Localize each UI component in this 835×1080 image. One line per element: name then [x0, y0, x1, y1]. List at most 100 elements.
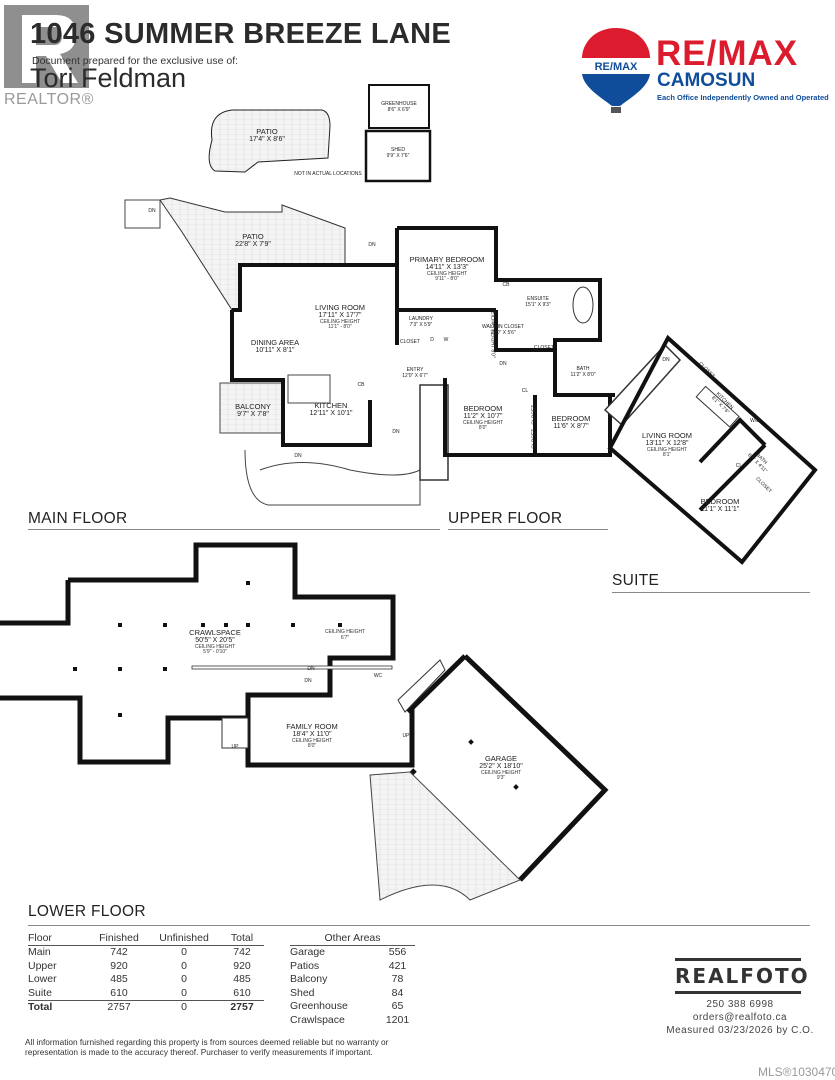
- ceiling-value: 5'9" - 0'10": [203, 649, 227, 656]
- cell: Greenhouse: [290, 1000, 348, 1013]
- main-patio-shape: [159, 197, 346, 311]
- room-dims: 12'0" X 6'7": [402, 372, 428, 379]
- cell: 610: [110, 986, 128, 999]
- cell: Suite: [28, 986, 52, 999]
- room-dims: 12'11" X 10'1": [309, 410, 353, 418]
- room-name: CRAWLSPACE: [189, 628, 241, 637]
- main-dn-label: DN: [148, 208, 156, 214]
- not-actual-locations-note: NOT IN ACTUAL LOCATIONS: [294, 171, 362, 177]
- cell: 421: [388, 959, 407, 972]
- lower-dn-label: DN: [307, 666, 315, 672]
- crawlspace-posts: [73, 581, 519, 790]
- cell: 1201: [385, 1013, 410, 1026]
- realfoto-logo: REALFOTO: [675, 958, 810, 994]
- cell: 65: [391, 1000, 404, 1013]
- measured-note: Measured 03/23/2026 by C.O.: [666, 1025, 814, 1036]
- ceiling-value: 9'3": [496, 775, 506, 782]
- room-name: KITCHEN: [314, 401, 348, 410]
- ceiling-label: CEILING HEIGHT: [426, 270, 468, 277]
- realtor-logo: [4, 5, 89, 88]
- cell: 0: [181, 973, 187, 986]
- cell: 485: [110, 973, 128, 986]
- greenhouse-shape: [368, 84, 430, 129]
- cell: Crawlspace: [290, 1013, 345, 1026]
- room-dims: 10'11" X 8'1": [255, 347, 295, 355]
- logo-bar: [675, 991, 801, 994]
- ceiling-value: 8'0": [307, 743, 317, 750]
- ceiling-label: CEILING HEIGHT: [324, 629, 366, 635]
- property-address: 1046 SUMMER BREEZE LANE: [30, 18, 452, 50]
- suite-dn-label: DN: [662, 357, 670, 363]
- suite-walls: [607, 334, 818, 565]
- cell: 0: [181, 986, 187, 999]
- room-dims: 18'4" X 11'0": [292, 731, 332, 739]
- agent-name: Tori Feldman: [30, 63, 187, 93]
- room-name: PATIO: [256, 127, 278, 136]
- upper-dn-label: DN: [499, 361, 507, 367]
- upper-closet-label: CLOSET: [533, 345, 555, 351]
- kitchen-island: [287, 374, 331, 404]
- upper-closet-label: CLOSET: [531, 428, 538, 449]
- ceiling-value: 8'0": [478, 425, 488, 432]
- cell: 0: [148, 999, 220, 1014]
- wc-label: WC: [373, 673, 383, 679]
- room-name: LIVING ROOM: [314, 303, 366, 312]
- room-name: LAUNDRY: [409, 316, 433, 322]
- suite-title: SUITE: [612, 572, 660, 589]
- room-name: ENTRY: [406, 367, 424, 373]
- prepared-for-label: Document prepared for the exclusive use …: [32, 55, 239, 67]
- room-name: GARAGE: [484, 754, 518, 763]
- room-name: GREENHOUSE: [381, 101, 417, 107]
- ceiling-label: CEILING HEIGHT: [646, 446, 688, 453]
- cell: 78: [391, 973, 404, 986]
- main-closet-label: CLOSET: [399, 339, 421, 345]
- room-dims: 22'8" X 7'9": [235, 241, 271, 249]
- photographer-name: REALFOTO: [675, 964, 810, 988]
- lower-dn-label: DN: [304, 678, 312, 684]
- cell: 742: [110, 946, 128, 959]
- room-dims: 11'2" X 8'0": [570, 371, 596, 378]
- room-dims: 17'11" X 17'7": [318, 312, 362, 320]
- cell: Main: [28, 946, 51, 959]
- crawlspace-walls: [0, 542, 415, 768]
- col-header: Total: [220, 931, 264, 946]
- cell: Lower: [28, 973, 57, 986]
- lower-stairs-left: [221, 717, 249, 749]
- ceiling-label: CEILING HEIGHT: [480, 769, 522, 776]
- cell: 0: [181, 946, 187, 959]
- room-name: WALK-IN CLOSET: [481, 324, 525, 330]
- room-dims: 11'2" X 10'7": [463, 413, 503, 421]
- main-dn-label: DN: [392, 429, 400, 435]
- col-header: Floor: [28, 931, 90, 946]
- detached-patio-shape: [208, 109, 331, 173]
- room-dims: 7'10" X 5'6": [490, 329, 516, 336]
- room-name: SHED: [391, 147, 405, 153]
- logo-bar: [675, 958, 801, 961]
- table-row: Crawlspace 1201: [290, 1013, 415, 1027]
- remax-balloon-icon: RE/MAX: [582, 28, 650, 113]
- table-header-row: Other Areas: [290, 931, 415, 946]
- cell: Shed: [290, 986, 315, 999]
- room-name: DINING AREA: [250, 338, 300, 347]
- ceiling-value: 9'11" - 8'0": [435, 276, 459, 283]
- suite-rule: [612, 592, 810, 593]
- room-dims: 11'6" X 8'7": [553, 423, 589, 431]
- room-name: ENSUITE: [527, 296, 549, 302]
- lower-up-label: UP: [402, 733, 410, 739]
- crawlspace-beam: [191, 665, 393, 670]
